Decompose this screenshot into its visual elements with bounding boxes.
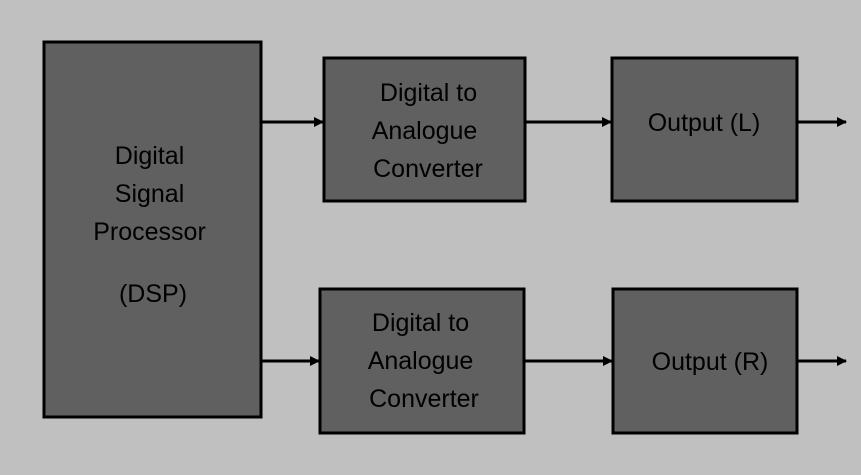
output-right-box [611,287,799,435]
dac-top-box [322,56,527,203]
output-right-block: Output (R) [611,287,799,435]
dac-bottom-block: Digital to Analogue Converter [318,287,526,435]
dac-bottom-label-line-1: Digital to [372,309,469,337]
dac-bottom-label-line-3: Converter [369,385,479,413]
dsp-label-line-3: Processor [93,218,206,246]
dsp-label-line-2: Signal [115,180,185,208]
output-left-label: Output (L) [648,109,761,137]
dac-top-block: Digital to Analogue Converter [322,56,527,203]
output-left-box [610,56,799,203]
output-right-label: Output (R) [652,348,769,376]
output-left-block: Output (L) [610,56,799,203]
dsp-box [42,40,263,419]
dsp-block: Digital Signal Processor (DSP) [42,40,263,419]
dac-bottom-box [318,287,526,435]
svg-text:Output (L): Output (L) [648,109,761,137]
svg-text:Digital Signal Pro: Digital Signal Processor (DSP) [93,142,213,308]
dac-bottom-label-line-2: Analogue [368,347,474,375]
svg-text:Output (R): Output (R) [652,348,769,376]
dac-top-label-line-3: Converter [373,155,483,183]
dac-top-label-line-2: Analogue [372,117,478,145]
svg-text:Digital to Analogue: Digital to Analogue Converter [368,309,481,413]
dac-top-label-line-1: Digital to [380,79,477,107]
dsp-label-line-1: Digital [115,142,184,170]
svg-text:Digital to Analogue: Digital to Analogue Converter [372,79,485,183]
dsp-label-line-4: (DSP) [119,280,187,308]
